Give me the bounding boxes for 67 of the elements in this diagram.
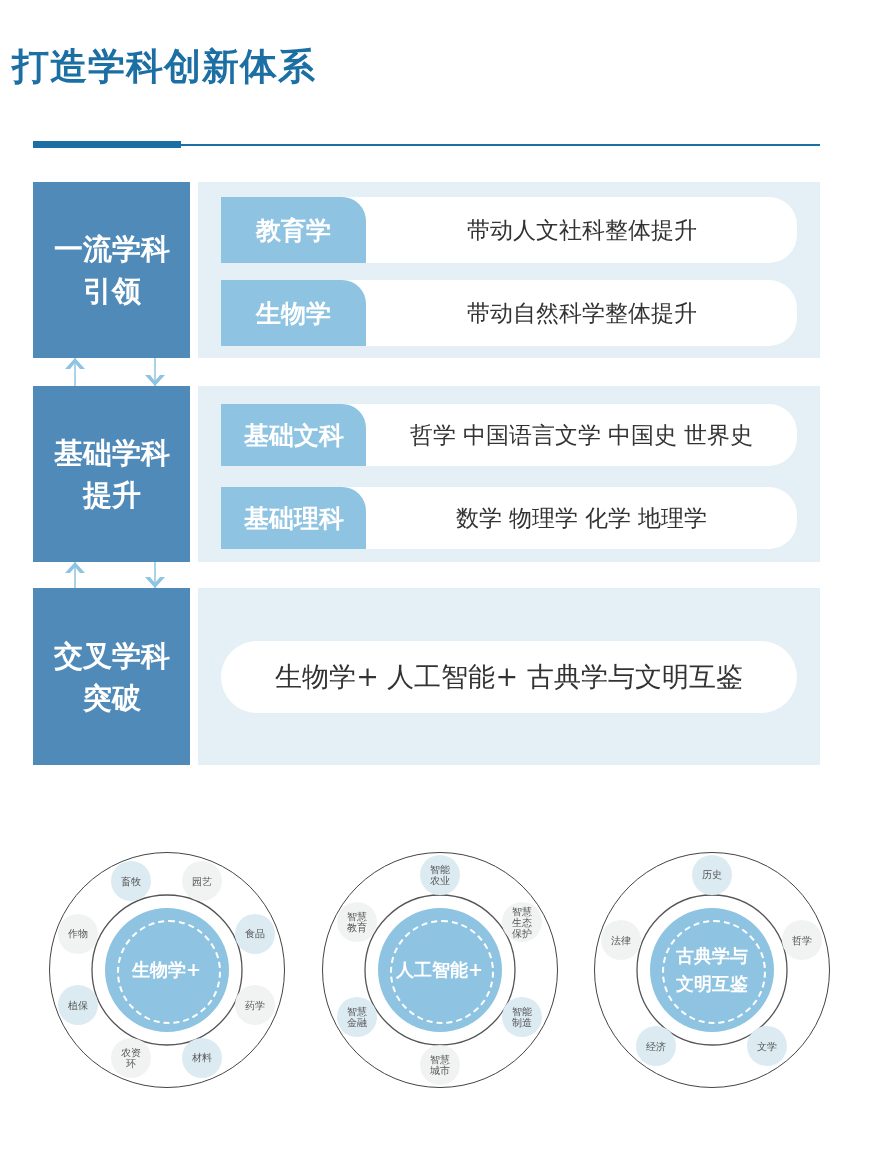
description-text: 哲学 中国语言文学 中国史 世界史 [408,420,755,450]
field-label: 哲学 [791,934,812,946]
field-circle [234,913,275,954]
field-label: 药学 [244,999,265,1011]
field-label: 智慧教育 [347,911,368,933]
description-text: 带动自然科学整体提升 [465,298,698,328]
subject-tab: 基础文科 [221,404,366,466]
description-text: 带动人文社科整体提升 [465,215,698,245]
field-circle [691,854,732,895]
field-circle [635,1026,676,1067]
center-label: 人工智能+ [394,957,485,982]
field-label: 农资环 [120,1046,141,1069]
field-label: 经济 [645,1040,666,1052]
field-label: 历史 [701,869,722,880]
category-box [33,182,190,358]
subject-card [221,404,797,466]
field-circle [601,920,642,961]
subject-card [221,280,797,346]
field-label: 智能制造 [511,1006,532,1028]
content-panel [198,182,820,358]
category-label: 基础学科提升 [52,435,171,514]
center-circle [649,907,774,1032]
field-label: 智能农业 [429,863,450,886]
subject-list: 生物学+ 人工智能+ 古典学与文明互鉴 [275,659,743,695]
subject-tab: 生物学 [221,280,366,346]
center-circle [377,907,502,1032]
field-label: 材料 [192,1052,213,1064]
field-circle [501,902,542,942]
field-label: 畜牧 [120,875,141,887]
field-circle [337,902,378,942]
field-label: 园艺 [192,875,213,887]
field-circle [110,861,151,902]
field-circle [337,997,378,1037]
content-panel [198,588,820,765]
field-label: 食品 [244,928,265,940]
center-label: 生物学+ [130,957,203,982]
field-circle [110,1037,151,1078]
field-label: 智慧城市 [429,1053,450,1076]
field-circle [747,1026,788,1067]
field-label: 文学 [757,1040,778,1052]
content-panel [198,386,820,562]
field-circle [234,985,275,1026]
field-circle [501,997,542,1037]
page-title: 打造学科创新体系 [12,44,316,90]
field-circle [419,854,460,895]
subject-tab: 基础理科 [221,487,366,549]
field-circle [58,985,99,1026]
center-label: 古典学与文明互鉴 [674,943,749,996]
field-circle [182,861,223,902]
subject-tab: 教育学 [221,197,366,263]
field-circle [419,1044,460,1085]
field-label: 智慧生态保护 [511,905,532,939]
subject-card [221,197,797,263]
field-circle [182,1037,223,1078]
subject-card [221,487,797,549]
category-box [33,588,190,765]
field-label: 智慧金融 [347,1006,368,1028]
field-label: 法律 [611,934,632,946]
field-label: 植保 [68,999,89,1011]
description-text: 数学 物理学 化学 地理学 [454,503,709,533]
field-circle [781,920,822,961]
field-circle [58,913,99,954]
category-label: 交叉学科突破 [52,637,171,717]
field-label: 作物 [68,928,89,940]
category-label: 一流学科引领 [52,231,171,310]
center-circle [104,907,229,1032]
category-box [33,386,190,562]
